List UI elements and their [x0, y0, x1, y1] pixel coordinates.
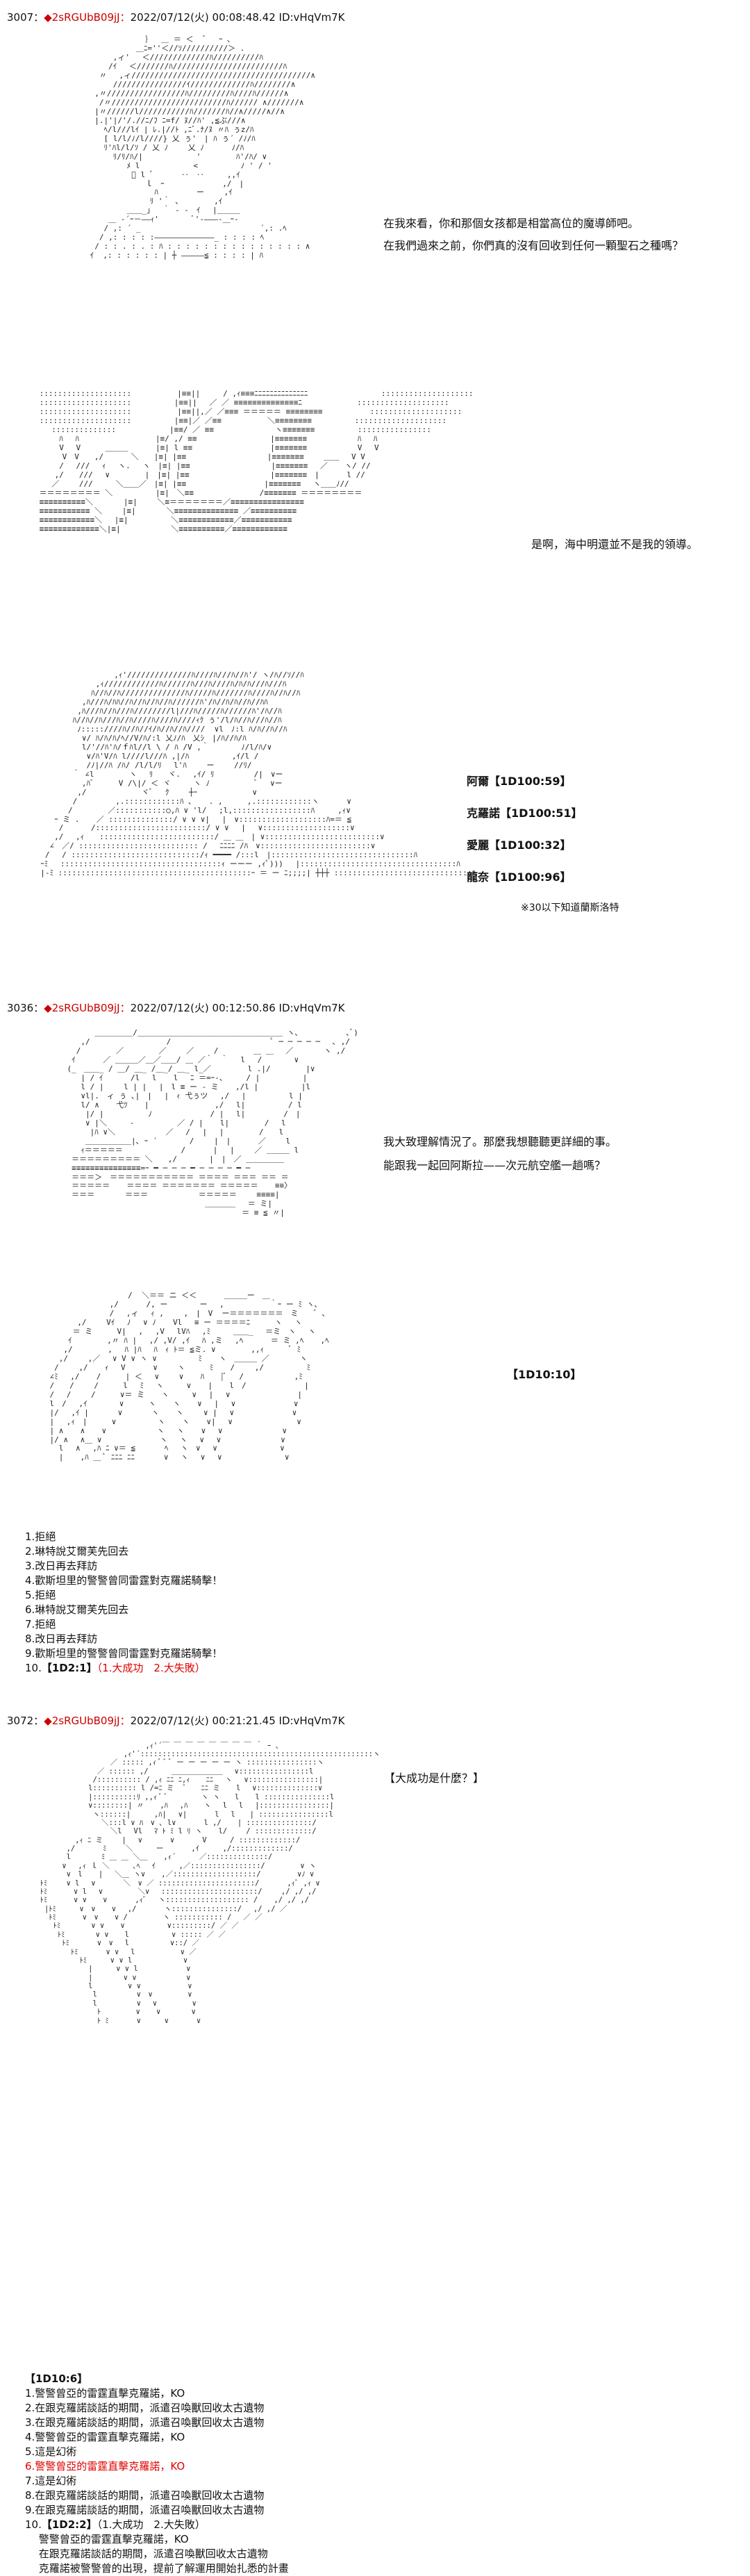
list-item: 5.這是幻術 [25, 2445, 77, 2458]
list-item: 1.拒絕 [25, 1530, 56, 1543]
post-meta: 2022/07/12(火) 00:21:21.45 ID:vHqVm7K [130, 1715, 345, 1727]
list-item-highlighted: 6.警警曾亞的雷霆直擊克羅諾，KO [25, 2460, 185, 2472]
list-item: 8.在跟克羅諾談話的期間，派遣召喚獸回收太古遺物 [25, 2489, 265, 2502]
list-item: 9.在跟克羅諾談話的期間，派遣召喚獸回收太古遺物 [25, 2504, 265, 2516]
list-item: 7.這是幻術 [25, 2475, 77, 2487]
speech-bubble: 【大成功是什麼？】 [384, 1772, 485, 1785]
ascii-art-character: / ＼＝＝ ニ ＜＜ ＿＿＿ー ＿ ,/ /, ー ー , ｀ｰ ー ﾐ ヽ､ … [49, 1291, 329, 1462]
list-item: 3.改日再去拜訪 [25, 1560, 98, 1572]
roll-result: 【1D10:10】 [507, 1368, 582, 1381]
post-3007: 3007：◆2sRGUbB09jJ：2022/07/12(火) 00:08:48… [0, 0, 750, 1000]
list-item: 8.改日再去拜訪 [25, 1633, 98, 1645]
post-header: 3072：◆2sRGUbB09jJ：2022/07/12(火) 00:21:21… [7, 1713, 345, 1728]
roll-result: 愛麗【1D100:32】 [467, 839, 572, 852]
list-item: 2.在跟克羅諾談話的期間，派遣召喚獸回收太古遺物 [25, 2402, 265, 2414]
roll-note: ※30以下知道蘭斯洛特 [521, 902, 619, 914]
list-item: 警警曾亞的雷霆直擊克羅諾，KO [25, 2533, 189, 2545]
list-item: 4.警警曾亞的雷霆直擊克羅諾，KO [25, 2431, 185, 2443]
dialogue-line: 是啊，海中明還並不是我的領導。 [531, 538, 699, 551]
list-item: 2.琳特說艾爾芙先回去 [25, 1545, 129, 1558]
ascii-art-character: ｝ ＿ ＝ ＜ ﾞ ｰ ､ ＿ﾆ=''＜//ｿ//////////＞ . ,ィ'… [90, 35, 315, 261]
roll-result: 阿爾【1D100:59】 [467, 775, 572, 788]
list-item: 4.歡斯坦里的警警曾同雷霆對克羅諾騎擊！ [25, 1574, 223, 1587]
dice-detail: （1.大成功 2.大失敗） [97, 2518, 206, 2531]
poster-name[interactable]: ◆2sRGUbB09jJ： [44, 1715, 131, 1727]
list-item: 在跟克羅諾談話的期間，派遣召喚獸回收太古遺物 [25, 2548, 268, 2560]
options-list: 【1D10:6】 1.警警曾亞的雷霆直擊克羅諾，KO 2.在跟克羅諾談話的期間，… [25, 2372, 289, 2576]
post-header: 3007：◆2sRGUbB09jJ：2022/07/12(火) 00:08:48… [7, 10, 345, 24]
post-number: 3036： [7, 1002, 44, 1014]
list-item: 1.警警曾亞的雷霆直擊克羅諾，KO [25, 2387, 185, 2400]
ascii-art-crowd: :::::::::::::::::::: |≡≡|| / ,ｨ≡≡≡ﾆﾆﾆﾆﾆﾆ… [39, 389, 474, 534]
roll-result: 龍奈【1D100:96】 [467, 870, 572, 884]
dialogue-line: 能跟我一起回阿斯拉——次元航空艦一趟嗎？ [383, 1159, 606, 1172]
dialogue-line: 我大致理解情況了。那麼我想聽聽更詳細的事。 [383, 1135, 617, 1148]
post-3036: 3036：◆2sRGUbB09jJ：2022/07/12(火) 00:12:50… [0, 1000, 750, 1709]
ascii-art-character: ＿＿＿＿＿/＿＿＿＿＿＿＿＿＿＿＿＿＿＿＿＿＿＿＿ ヽ､ ､ﾞ) ,/ / ﾟ … [67, 1028, 358, 1218]
post-3072: 3072：◆2sRGUbB09jJ：2022/07/12(火) 00:21:21… [0, 1713, 750, 2575]
list-item: 5.拒絕 [25, 1589, 56, 1601]
list-item: 克羅諾被警警曾的出現，提前了解運用開始扎悉的計畫 [25, 2562, 289, 2575]
list-item: 6.琳特說艾爾芙先回去 [25, 1603, 129, 1616]
post-number: 3072： [7, 1715, 44, 1727]
options-list: 1.拒絕 2.琳特說艾爾芙先回去 3.改日再去拜訪 4.歡斯坦里的警警曾同雷霆對… [25, 1530, 222, 1676]
post-meta: 2022/07/12(火) 00:12:50.86 ID:vHqVm7K [130, 1002, 345, 1014]
post-header: 3036：◆2sRGUbB09jJ：2022/07/12(火) 00:12:50… [7, 1000, 345, 1015]
dice-detail: （1.大成功 2.大失敗） [97, 1662, 206, 1674]
list-item: 10.【1D2:1】（1.大成功 2.大失敗） [25, 1662, 206, 1674]
post-meta: 2022/07/12(火) 00:08:48.42 ID:vHqVm7K [130, 11, 345, 24]
ascii-art-character: ,ｨ'´￣ ￣ ￣ ￣ ￣ ￣ ￣ ￣ ｀ ｰ 、 ,ｨ'´::::::::::… [40, 1741, 381, 2025]
poster-name[interactable]: ◆2sRGUbB09jJ： [44, 11, 131, 24]
dialogue-line: 在我來看，你和那個女孩都是相當高位的魔導師吧。 [383, 217, 640, 230]
dialogue-line: 在我們過來之前，你們真的沒有回收到任何一顆聖石之種嗎？ [383, 239, 684, 252]
dice-roll: 【1D10:6】 [25, 2372, 88, 2385]
dice-roll: 【1D2:2】 [41, 2518, 97, 2531]
list-item: 3.在跟克羅諾談話的期間，派遣召喚獸回收太古遺物 [25, 2416, 265, 2429]
dice-roll: 【1D2:1】 [41, 1662, 97, 1674]
list-item: 10.【1D2:2】（1.大成功 2.大失敗） [25, 2518, 206, 2531]
roll-result: 克羅諾【1D100:51】 [467, 807, 583, 820]
list-item: 9.歡斯坦里的警警曾同雷霆對克羅諾騎擊！ [25, 1647, 223, 1660]
poster-name[interactable]: ◆2sRGUbB09jJ： [44, 1002, 131, 1014]
post-number: 3007： [7, 11, 44, 24]
list-item: 7.拒絕 [25, 1618, 56, 1630]
ascii-art-lineup: ,ｨ'//////////////ﾊ////ﾊ///ﾊ//ﾊ'/ ヽ/ﾊ//ｿ/… [40, 670, 476, 878]
